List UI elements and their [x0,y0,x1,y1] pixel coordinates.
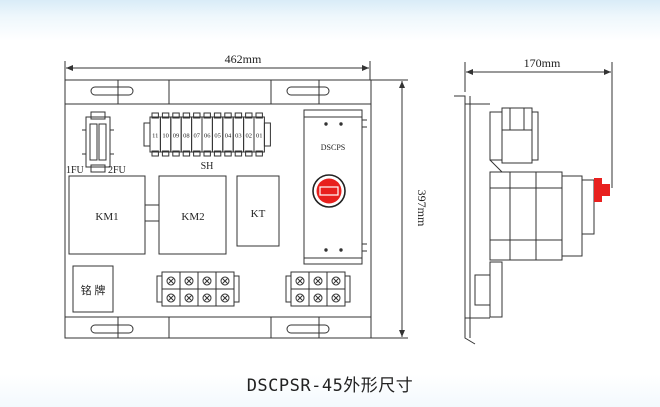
terminal-number: 05 [214,133,221,140]
terminal-number: 04 [225,133,232,140]
front-view [64,61,408,339]
terminal-number: 11 [152,133,158,140]
screw-terminal [331,293,341,303]
terminal-tab [193,112,201,119]
terminal-tab [151,112,159,119]
screw-terminal [202,293,212,303]
screw-terminal [295,293,305,303]
rail-slot [286,86,330,96]
screw-terminal [295,276,305,286]
terminal-number: 01 [256,133,263,140]
terminal-tab [213,112,222,119]
terminal-number: 08 [183,133,190,140]
terminal-number: 06 [204,133,211,140]
terminal-number: 02 [246,133,253,140]
screw-terminal [184,293,194,303]
nameplate-box [72,265,114,313]
dscps-unit [303,109,367,265]
terminal-tab [182,112,191,119]
km2-box [158,175,227,255]
figure-caption: DSCPSR-45外形尺寸 [246,376,414,396]
terminal-tab [161,150,170,157]
terminal-block-right [285,271,351,307]
rail-slot [90,324,134,334]
screw-terminal [331,276,341,286]
terminal-tab [224,112,232,119]
terminal-strip-sh [143,112,271,157]
terminal-tab [203,112,211,119]
side-view [454,62,613,345]
terminal-tab [182,150,191,157]
knob-side-profile [594,178,602,202]
screw-terminal [220,293,230,303]
dscps-knob-ring [312,174,346,208]
terminal-tab [255,150,263,157]
terminal-number: 10 [162,133,169,140]
terminal-block-left [156,271,240,307]
fuse-holder [82,111,114,173]
terminal-number: 03 [235,133,242,140]
km2-label: KM2 [181,211,204,223]
height-label: 397mm [415,190,429,227]
terminal-tab [151,150,159,157]
terminal-strip-label: SH [201,161,214,172]
terminal-number: 07 [194,133,201,140]
terminal-tab [234,112,243,119]
terminal-tab [224,150,232,157]
screw-terminal [184,276,194,286]
screw-terminal [220,276,230,286]
terminal-tab [161,112,170,119]
terminal-tab [172,150,180,157]
terminal-tab [213,150,222,157]
screw-terminal [313,293,323,303]
nameplate-label: 铭 牌 [81,283,106,297]
dimension-drawing: 462mm 170mm 397mm 1FU 2FU SH 11100908070… [64,52,613,345]
terminal-tab [245,150,253,157]
fuse-left-label: 1FU [66,165,85,176]
terminal-tab [203,150,211,157]
km1-label: KM1 [95,211,118,223]
screw-terminal [166,276,176,286]
terminal-tab [245,112,253,119]
screw-terminal [313,276,323,286]
dscps-label: DSCPS [321,143,345,152]
fuse-right-label: 2FU [108,165,127,176]
km-link [144,204,160,222]
depth-label: 170mm [524,56,561,70]
kt-label: KT [251,208,266,220]
strip-end-cap [263,122,271,147]
rail-slot [286,324,330,334]
width-label: 462mm [225,52,262,66]
kt-box [236,175,280,247]
terminal-tab [193,150,201,157]
terminal-tab [234,150,243,157]
terminal-tab [172,112,180,119]
screw-terminal [202,276,212,286]
panel-outline [64,79,372,339]
strip-end-cap [143,122,151,147]
screw-terminal [166,293,176,303]
terminal-tab [255,112,263,119]
terminal-number: 09 [173,133,180,140]
rail-slot [90,86,134,96]
